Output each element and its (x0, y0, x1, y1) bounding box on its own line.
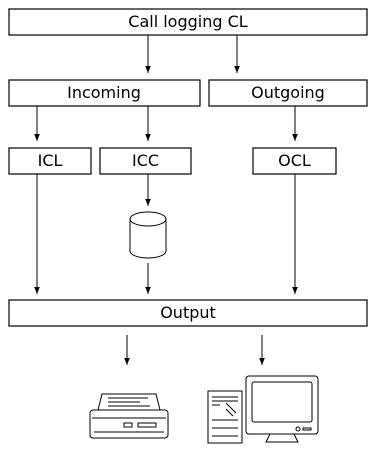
printer-icon (89, 393, 169, 439)
output-label: Output (160, 303, 216, 322)
desktop-computer-icon (207, 375, 319, 444)
icl-box: ICL (8, 147, 92, 175)
output-box: Output (8, 299, 368, 327)
ocl-label: OCL (278, 151, 311, 170)
database-cylinder-icon (129, 211, 167, 259)
outgoing-box: Outgoing (208, 79, 368, 107)
call-logging-box: Call logging CL (8, 8, 368, 36)
incoming-label: Incoming (67, 83, 141, 102)
call-logging-label: Call logging CL (128, 12, 248, 31)
icl-label: ICL (38, 151, 63, 170)
icc-box: ICC (99, 147, 192, 175)
outgoing-label: Outgoing (251, 83, 325, 102)
ocl-box: OCL (252, 147, 337, 175)
incoming-box: Incoming (8, 79, 201, 107)
icc-label: ICC (132, 151, 159, 170)
